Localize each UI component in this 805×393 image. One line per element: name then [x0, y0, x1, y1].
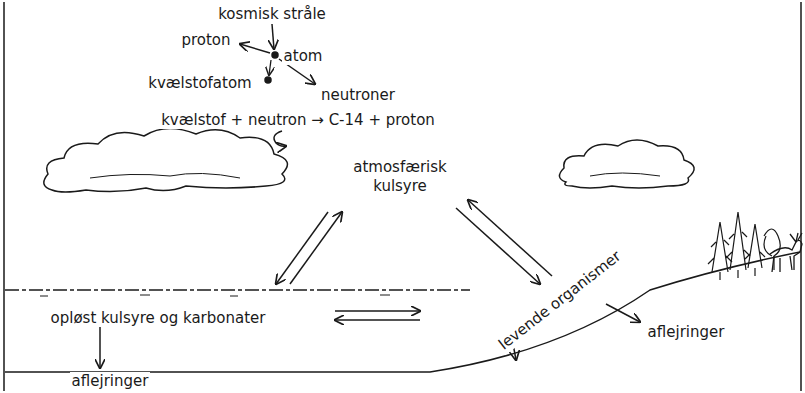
exchange-arrow: [456, 208, 540, 284]
moose: [770, 233, 802, 272]
cloud-detail: [590, 173, 660, 176]
reaction-curl-arrow: [274, 131, 286, 146]
nitrogen-atom-dot: [265, 77, 271, 83]
atom-label: atom: [282, 47, 325, 66]
atom-label: kvælstofatom: [146, 74, 253, 93]
atom-dot: [272, 52, 278, 58]
reaction-equation: kvælstof + neutron → C-14 + proton: [159, 111, 437, 130]
water-ripple: [40, 295, 390, 296]
cloud-detail: [90, 173, 240, 178]
particle-label: proton: [179, 31, 232, 50]
atom-nitrogen-arrow: [269, 60, 271, 75]
exchange-arrow: [290, 212, 342, 284]
sediment-label: aflejringer: [70, 372, 151, 391]
cosmic-ray-arrow: [272, 24, 274, 49]
particle-label: neutroner: [319, 86, 397, 105]
cloud: [44, 128, 288, 192]
sediment-arrow: [99, 326, 101, 368]
substance-label: atmosfærisk kulsyre: [339, 158, 461, 196]
sediment-arrow: [606, 304, 640, 322]
frame-line: [4, 2, 801, 391]
exchange-arrow: [335, 310, 420, 312]
exchange-arrow: [276, 212, 328, 284]
ground-line: [5, 252, 800, 372]
water-surface: [5, 289, 470, 291]
trees: [708, 212, 780, 280]
sediment-label: aflejringer: [646, 323, 727, 342]
exchange-arrow: [335, 319, 420, 321]
proton-arrow: [240, 44, 270, 53]
ray-label: kosmisk stråle: [216, 5, 328, 24]
cloud: [559, 140, 694, 188]
exchange-arrow: [468, 200, 552, 276]
nitrogen-link: [268, 58, 270, 76]
substance-label: opløst kulsyre og karbonater: [49, 309, 268, 328]
